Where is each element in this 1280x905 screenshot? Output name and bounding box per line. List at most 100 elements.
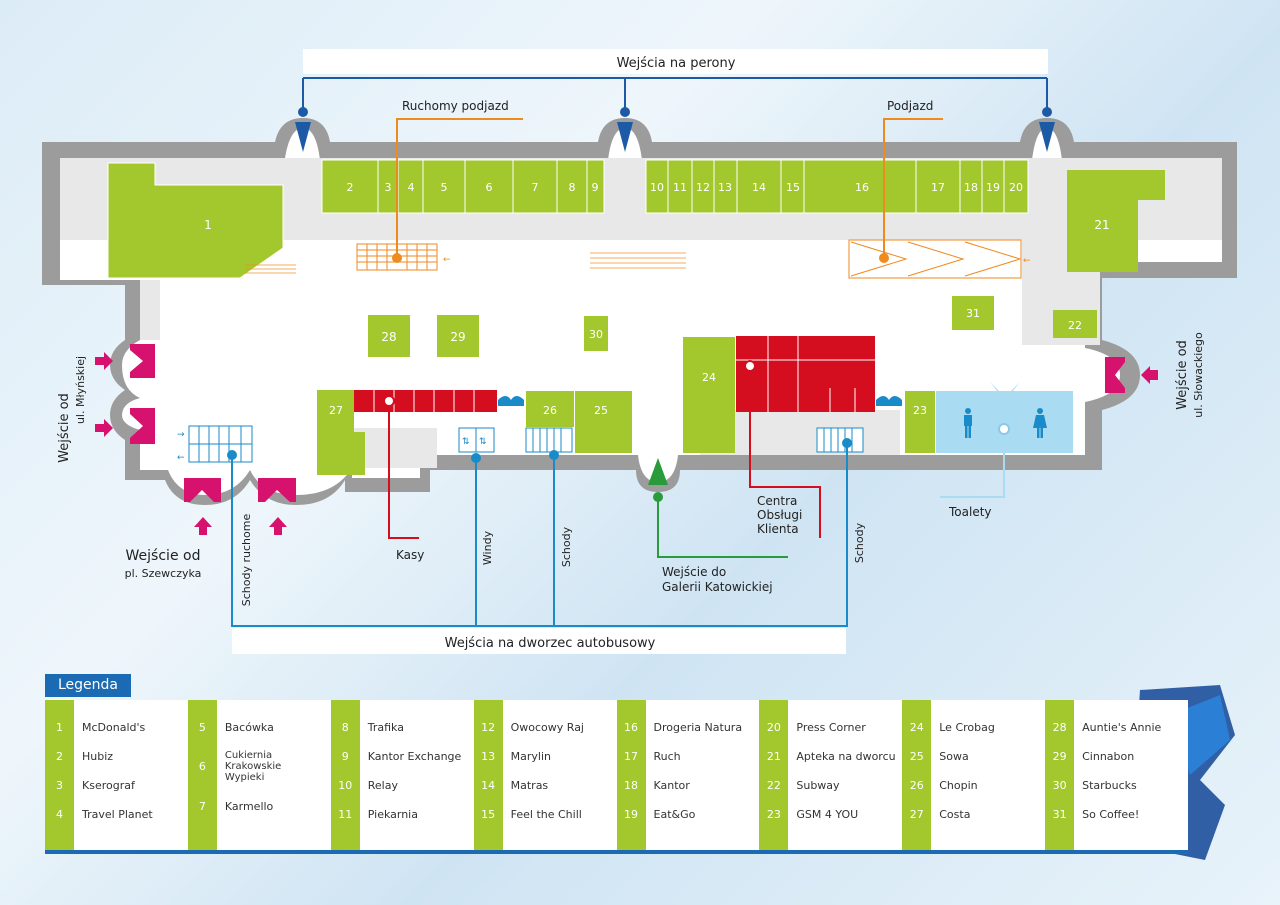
shop-31[interactable] bbox=[952, 296, 994, 330]
svg-text:27: 27 bbox=[329, 404, 343, 417]
shop-25[interactable] bbox=[575, 391, 632, 453]
legend-name: Piekarnia bbox=[367, 807, 418, 821]
shop-11[interactable] bbox=[667, 159, 693, 214]
legend-name: Drogeria Natura bbox=[653, 720, 743, 734]
shop-28[interactable] bbox=[368, 315, 410, 357]
shop-22[interactable] bbox=[1053, 310, 1097, 338]
svg-text:7: 7 bbox=[532, 181, 539, 194]
shop-29[interactable] bbox=[437, 315, 479, 357]
door-mlynska-2 bbox=[130, 408, 155, 444]
legend-stripe bbox=[902, 700, 932, 850]
svg-text:25: 25 bbox=[594, 404, 608, 417]
svg-text:4: 4 bbox=[408, 181, 415, 194]
legend-stripe bbox=[616, 700, 646, 850]
legend-stripe bbox=[330, 700, 360, 850]
legend-name: Apteka na dworcu bbox=[796, 749, 896, 763]
legend-number: 8 bbox=[341, 720, 349, 734]
podjazd-label: Podjazd bbox=[887, 99, 933, 113]
svg-text:18: 18 bbox=[964, 181, 978, 194]
legend-name: Le Crobag bbox=[939, 720, 995, 734]
legend-title: Legenda bbox=[45, 674, 131, 697]
shop-14[interactable] bbox=[736, 159, 782, 214]
svg-text:17: 17 bbox=[931, 181, 945, 194]
legend-name: Auntie's Annie bbox=[1082, 720, 1162, 734]
legend-number: 12 bbox=[481, 720, 496, 734]
legend-number: 24 bbox=[909, 720, 924, 734]
legend-number: 30 bbox=[1052, 778, 1067, 792]
svg-text:21: 21 bbox=[1094, 218, 1109, 232]
station-map: Wejścia na perony 1 2 3 4 5 6 7 8 9 bbox=[42, 49, 1237, 654]
legend-name: Chopin bbox=[939, 778, 978, 792]
toilet-man-icon bbox=[964, 408, 972, 438]
svg-text:15: 15 bbox=[786, 181, 800, 194]
svg-text:29: 29 bbox=[450, 330, 465, 344]
legend-name: Owocowy Raj bbox=[510, 720, 584, 734]
svg-text:11: 11 bbox=[673, 181, 687, 194]
bus-entrance-banner bbox=[232, 628, 846, 654]
legend-name: Press Corner bbox=[796, 720, 866, 734]
svg-text:⇅: ⇅ bbox=[462, 437, 470, 447]
legend-item: 12 Owocowy Raj bbox=[474, 717, 617, 737]
svg-text:31: 31 bbox=[966, 307, 980, 320]
kasy-label: Kasy bbox=[396, 548, 424, 562]
legend-number: 13 bbox=[481, 749, 496, 763]
centra-label-3: Klienta bbox=[757, 522, 799, 536]
shop-26[interactable] bbox=[526, 391, 574, 427]
legend-name: Ruch bbox=[653, 749, 681, 763]
legend-name: Kantor bbox=[653, 778, 690, 792]
entrance-szewczyka-street: pl. Szewczyka bbox=[125, 567, 202, 580]
shop-2[interactable] bbox=[321, 159, 379, 214]
legend-number: 14 bbox=[481, 778, 496, 792]
shop-5[interactable] bbox=[422, 159, 466, 214]
escalators-label: Schody ruchome bbox=[240, 514, 253, 607]
shop-4[interactable] bbox=[397, 159, 424, 214]
legend-number: 15 bbox=[481, 807, 496, 821]
legend-name: Kserograf bbox=[82, 778, 135, 792]
door-slowackiego bbox=[1105, 357, 1125, 393]
svg-text:←: ← bbox=[177, 453, 185, 463]
shop-7[interactable] bbox=[512, 159, 558, 214]
legend-number: 2 bbox=[56, 749, 63, 763]
svg-text:→: → bbox=[177, 430, 185, 440]
legend-stripe bbox=[187, 700, 217, 850]
shop-9[interactable] bbox=[586, 159, 605, 214]
shop-8[interactable] bbox=[556, 159, 588, 214]
door-mlynska-1 bbox=[130, 344, 155, 378]
shop-23[interactable] bbox=[905, 391, 935, 453]
shop-21[interactable] bbox=[1067, 170, 1165, 272]
legend-number: 19 bbox=[624, 807, 638, 821]
shop-17[interactable] bbox=[915, 159, 961, 214]
shop-16[interactable] bbox=[803, 159, 917, 214]
shop-1[interactable] bbox=[107, 162, 284, 279]
galeria-label-2: Galerii Katowickiej bbox=[662, 580, 773, 594]
legend-number: 17 bbox=[624, 749, 638, 763]
legend-number: 28 bbox=[1052, 720, 1067, 734]
legend-name: Subway bbox=[796, 778, 840, 792]
platform-entrance-banner bbox=[303, 49, 1048, 74]
shop-24[interactable] bbox=[683, 337, 735, 453]
legend-name: Hubiz bbox=[82, 749, 114, 763]
svg-text:30: 30 bbox=[589, 328, 603, 341]
svg-text:12: 12 bbox=[696, 181, 710, 194]
legend-name: Sowa bbox=[939, 749, 969, 763]
legend-name: McDonald's bbox=[82, 720, 146, 734]
customer-service-center[interactable] bbox=[736, 336, 875, 412]
svg-text:22: 22 bbox=[1068, 319, 1082, 332]
svg-text:1: 1 bbox=[204, 218, 212, 232]
shop-27[interactable] bbox=[317, 390, 365, 475]
shop-30[interactable] bbox=[584, 316, 608, 351]
shop-20[interactable] bbox=[1003, 159, 1029, 214]
legend-name: Starbucks bbox=[1082, 778, 1137, 792]
legend-number: 4 bbox=[56, 807, 63, 821]
ticket-offices[interactable] bbox=[354, 390, 497, 412]
